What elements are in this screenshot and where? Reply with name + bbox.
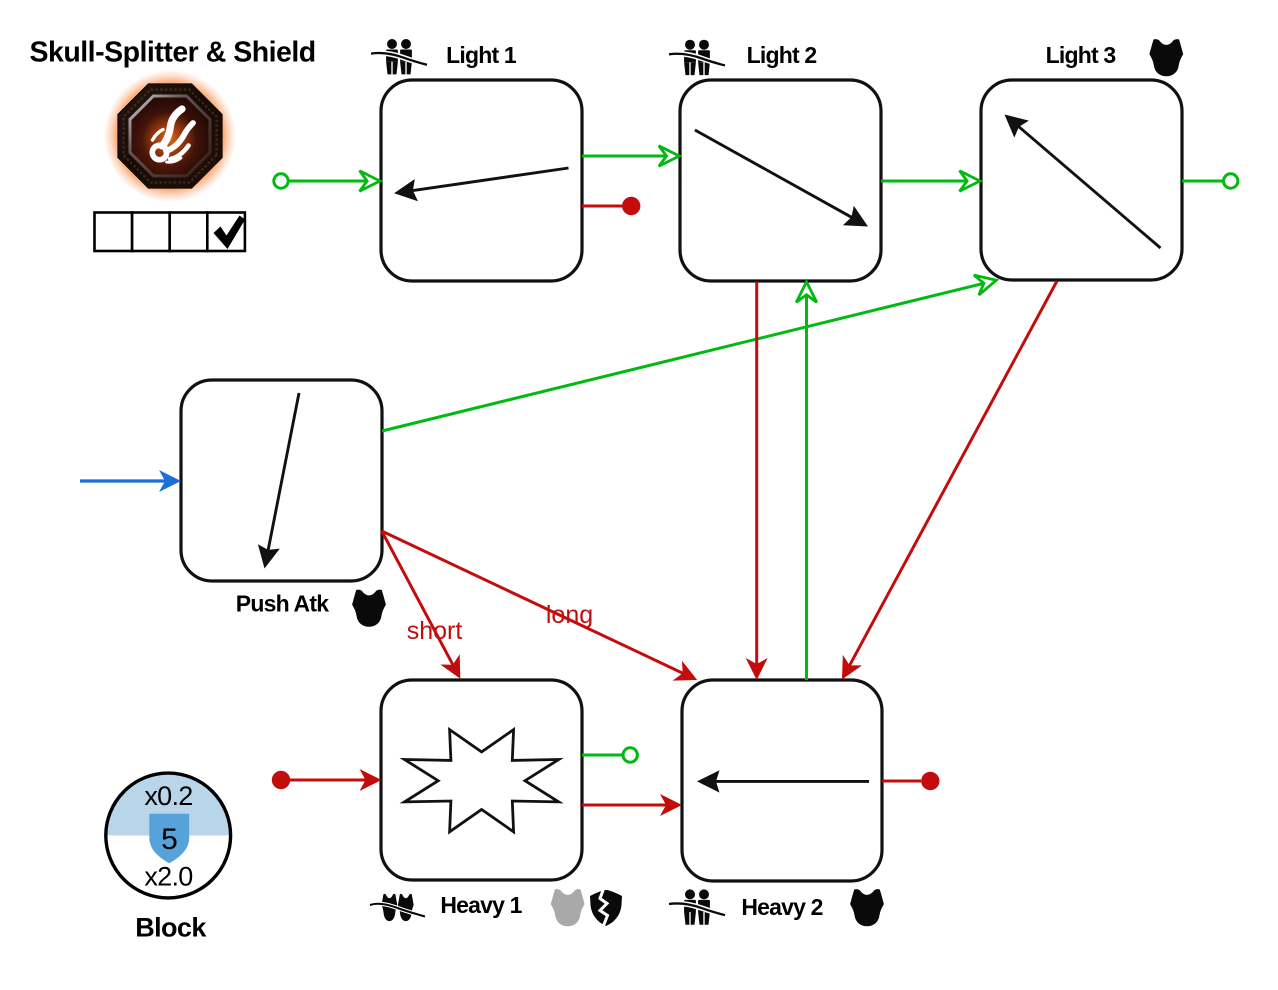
- svg-text:short: short: [407, 617, 463, 645]
- svg-text:Heavy 1: Heavy 1: [440, 892, 522, 918]
- svg-text:Light 2: Light 2: [747, 42, 817, 68]
- svg-text:Light 1: Light 1: [446, 42, 517, 68]
- svg-text:x2.0: x2.0: [144, 862, 192, 892]
- svg-text:Push Atk: Push Atk: [236, 591, 329, 617]
- svg-text:Block: Block: [135, 913, 207, 943]
- svg-text:5: 5: [161, 823, 178, 856]
- svg-text:Heavy 2: Heavy 2: [741, 894, 822, 920]
- svg-text:Skull-Splitter & Shield: Skull-Splitter & Shield: [30, 37, 316, 69]
- svg-text:x0.2: x0.2: [144, 781, 192, 811]
- svg-text:long: long: [546, 601, 593, 629]
- svg-text:Light 3: Light 3: [1046, 42, 1116, 68]
